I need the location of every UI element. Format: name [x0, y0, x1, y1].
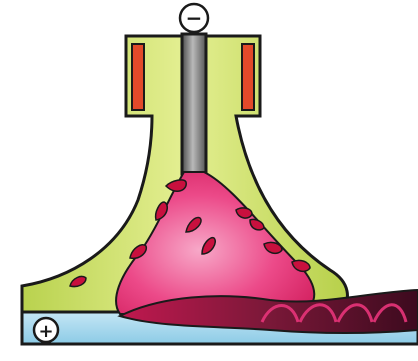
positive-symbol: +	[38, 321, 53, 342]
negative-terminal: −	[180, 4, 208, 32]
negative-symbol: −	[186, 6, 203, 30]
electrode-rod	[182, 34, 206, 174]
positive-terminal: +	[34, 318, 58, 342]
